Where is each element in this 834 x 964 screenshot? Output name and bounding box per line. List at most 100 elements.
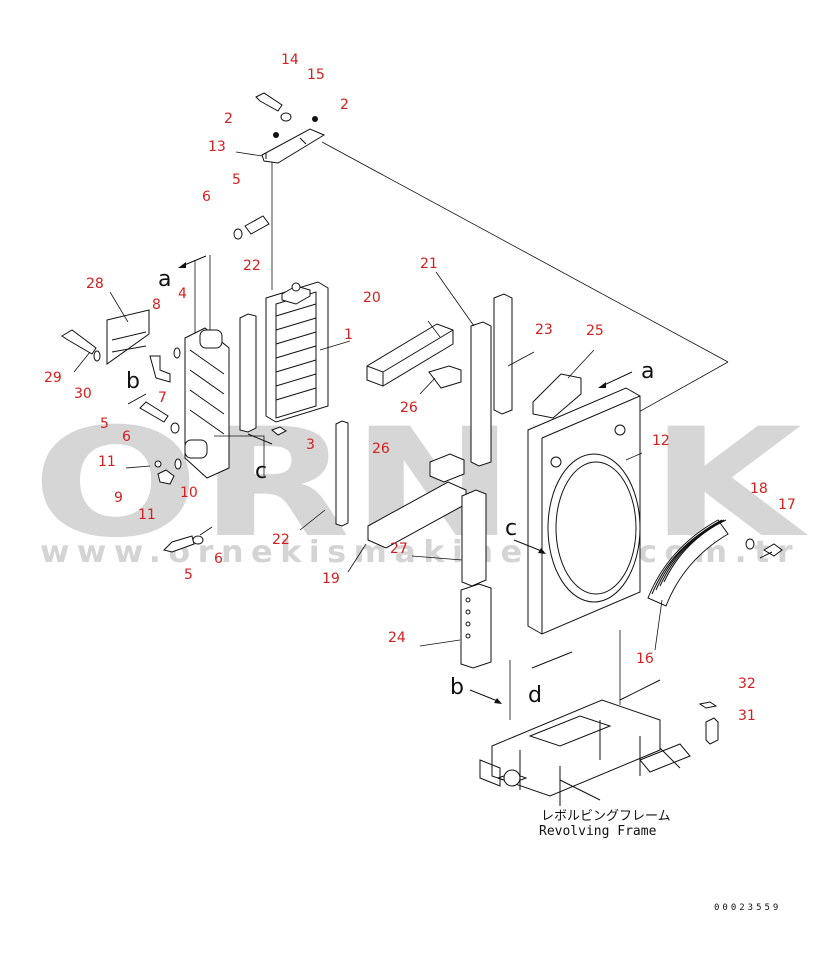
callout-23: 23 bbox=[535, 322, 553, 338]
seal-27 bbox=[461, 489, 487, 587]
callout-11a: 11 bbox=[98, 454, 116, 470]
oring-10 bbox=[174, 458, 182, 470]
view-letter-d1: d bbox=[528, 683, 542, 708]
callout-5c: 5 bbox=[184, 567, 193, 583]
bolt-17 bbox=[759, 543, 783, 559]
callout-31: 31 bbox=[738, 708, 756, 724]
washer-6c bbox=[192, 535, 204, 545]
view-letter-a1: a bbox=[158, 267, 171, 292]
callout-18: 18 bbox=[750, 481, 768, 497]
nut-2a bbox=[273, 132, 279, 138]
callout-25: 25 bbox=[586, 323, 604, 339]
right-parts bbox=[647, 519, 783, 607]
document-number: 00023559 bbox=[714, 903, 781, 913]
callout-1: 1 bbox=[344, 327, 353, 343]
caption: レボルビングフレーム Revolving Frame 00023559 bbox=[539, 809, 781, 913]
callout-28: 28 bbox=[86, 276, 104, 292]
washer-15 bbox=[280, 112, 292, 122]
bolt-29 bbox=[61, 329, 97, 355]
seal-21 bbox=[470, 321, 492, 467]
callout-29: 29 bbox=[44, 370, 62, 386]
callout-3: 3 bbox=[306, 437, 315, 453]
seal-24 bbox=[460, 583, 492, 669]
callout-5b: 5 bbox=[100, 416, 109, 432]
callout-10: 10 bbox=[180, 485, 198, 501]
washer-6b bbox=[170, 422, 180, 434]
callout-19: 19 bbox=[322, 571, 340, 587]
callout-9: 9 bbox=[114, 490, 123, 506]
bolt-5a bbox=[244, 215, 270, 235]
view-letter-c1: c bbox=[255, 459, 267, 484]
nut-2b bbox=[312, 116, 318, 122]
callout-6b: 6 bbox=[122, 429, 131, 445]
view-letter-c2: c bbox=[505, 516, 517, 541]
seal-22b bbox=[335, 420, 349, 527]
callout-2b: 2 bbox=[340, 97, 349, 113]
callout-22b: 22 bbox=[272, 532, 290, 548]
caption-jp: レボルビングフレーム bbox=[541, 809, 671, 824]
seal-22a bbox=[239, 313, 257, 433]
callout-24: 24 bbox=[388, 630, 406, 646]
seals-22 bbox=[239, 313, 349, 527]
elbow-7 bbox=[149, 355, 171, 383]
view-letter-b2: b bbox=[450, 675, 464, 700]
bracket-28 bbox=[106, 309, 150, 365]
radiator-1 bbox=[265, 281, 329, 436]
bolt-31 bbox=[705, 717, 719, 745]
oring-8 bbox=[173, 347, 181, 359]
callout-4: 4 bbox=[178, 286, 187, 302]
seal-26a bbox=[428, 365, 462, 389]
callout-6c: 6 bbox=[214, 551, 223, 567]
callout-2a: 2 bbox=[224, 111, 233, 127]
watermark: ORNEK www.ornekismakinelari.com.tr bbox=[32, 397, 808, 571]
callout-21: 21 bbox=[420, 256, 438, 272]
callout-32: 32 bbox=[738, 676, 756, 692]
callout-6a: 6 bbox=[202, 189, 211, 205]
callout-17: 17 bbox=[778, 497, 796, 513]
callout-30: 30 bbox=[74, 386, 92, 402]
watermark-logo: ORNEK bbox=[32, 397, 808, 571]
assembly-lines bbox=[194, 141, 729, 720]
callout-16: 16 bbox=[636, 651, 654, 667]
left-parts bbox=[61, 215, 270, 553]
callouts: 14 15 2 2 13 5 6 22 28 8 4 1 29 30 7 5 6… bbox=[44, 52, 796, 724]
view-letters: a a b b c c d bbox=[126, 267, 654, 708]
view-letter-b1: b bbox=[126, 369, 140, 394]
callout-14: 14 bbox=[281, 52, 299, 68]
callout-7: 7 bbox=[158, 390, 167, 406]
bolt-14 bbox=[255, 92, 283, 112]
callout-26a: 26 bbox=[400, 400, 418, 416]
center-parts bbox=[366, 293, 582, 669]
callout-27: 27 bbox=[390, 541, 408, 557]
callout-22a: 22 bbox=[243, 258, 261, 274]
revolving-frame bbox=[479, 679, 719, 806]
callout-26b: 26 bbox=[372, 441, 390, 457]
view-letter-a2: a bbox=[641, 359, 654, 384]
oring-11a bbox=[154, 460, 162, 468]
fan-guard-16 bbox=[647, 519, 729, 607]
washer-30 bbox=[93, 350, 101, 362]
callout-11b: 11 bbox=[138, 507, 156, 523]
callout-5a: 5 bbox=[232, 172, 241, 188]
fitting-9 bbox=[157, 469, 175, 485]
leaders bbox=[73, 151, 663, 651]
fan-shroud-12 bbox=[527, 387, 641, 635]
washer-6a bbox=[233, 228, 243, 240]
callout-12: 12 bbox=[652, 433, 670, 449]
callout-20: 20 bbox=[363, 290, 381, 306]
callout-8: 8 bbox=[152, 297, 161, 313]
seal-20 bbox=[366, 323, 454, 387]
washer-18 bbox=[745, 538, 755, 550]
view-arrows bbox=[127, 255, 633, 704]
callout-15: 15 bbox=[307, 67, 325, 83]
seal-23 bbox=[493, 293, 513, 415]
seal-26b bbox=[429, 453, 465, 483]
washer-32 bbox=[698, 701, 718, 709]
caption-en: Revolving Frame bbox=[539, 824, 657, 839]
cap-3 bbox=[271, 426, 287, 436]
top-bracket-group bbox=[255, 92, 326, 164]
bracket-13 bbox=[261, 128, 326, 164]
seal-25 bbox=[532, 373, 582, 419]
bolt-5b bbox=[139, 401, 169, 423]
